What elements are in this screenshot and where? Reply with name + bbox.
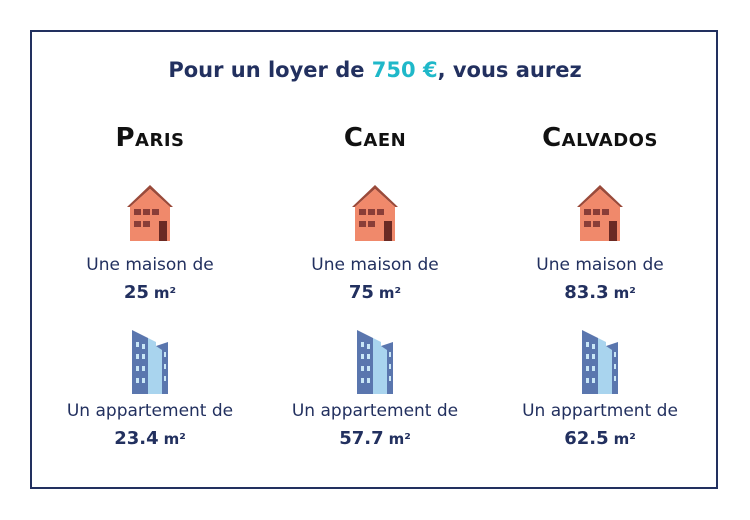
apartment-label: Un appartement de: [66, 401, 234, 421]
house-label: Une maison de: [86, 255, 214, 275]
apartment-surface-unit: m²: [163, 430, 186, 448]
house-label: Une maison de: [311, 255, 439, 275]
house-surface-unit: m²: [613, 284, 636, 302]
house-surface-value: 25: [123, 282, 149, 303]
city-name: Calvados: [542, 123, 658, 153]
apartment-surface-unit: m²: [388, 430, 411, 448]
house-icon: [577, 185, 623, 241]
house-surface-unit: m²: [153, 284, 177, 302]
apartment-building-icon: [357, 330, 393, 394]
apartment-surface-unit: m²: [613, 430, 636, 448]
apartment-label: Un appartement de: [291, 401, 459, 421]
headline-suffix: , vous aurez: [437, 58, 582, 82]
apartment-building-icon: [582, 330, 618, 394]
city-name: Caen: [343, 123, 407, 153]
house-surface-value: 83.3: [564, 282, 609, 303]
house-surface-value: 75: [348, 282, 374, 303]
house-label: Une maison de: [536, 255, 664, 275]
infographic-frame: [30, 30, 718, 489]
apartment-surface-value: 57.7: [339, 428, 384, 449]
apartment-building-icon: [132, 330, 168, 394]
headline-amount: 750 €: [371, 58, 438, 82]
apartment-label: Un appartment de: [522, 401, 678, 421]
house-icon: [352, 185, 398, 241]
headline: Pour un loyer de 750 €, vous aurez: [0, 58, 750, 82]
apartment-surface-value: 62.5: [564, 428, 609, 449]
apartment-surface-value: 23.4: [114, 428, 159, 449]
city-name: Paris: [115, 123, 185, 153]
house-icon: [127, 185, 173, 241]
house-surface-unit: m²: [378, 284, 402, 302]
headline-prefix: Pour un loyer de: [168, 58, 372, 82]
